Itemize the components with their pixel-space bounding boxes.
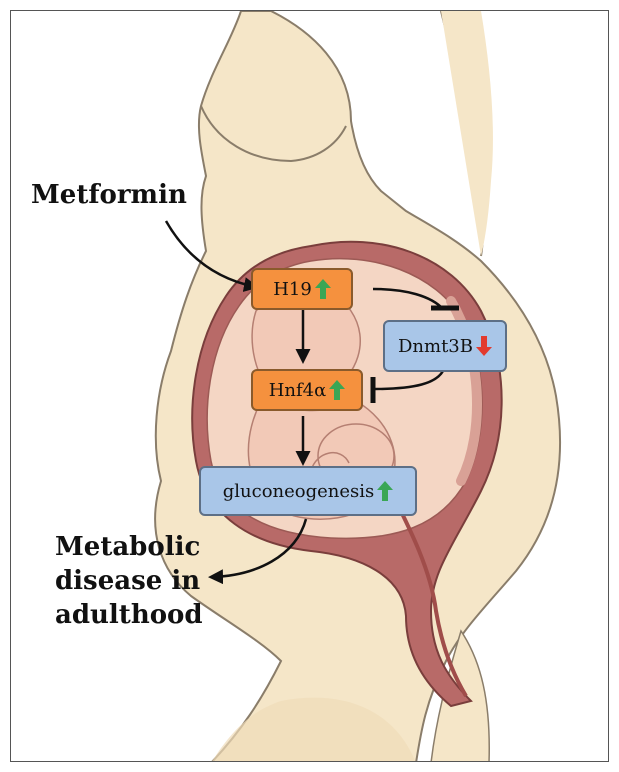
- figure-frame: Metformin Metabolic disease in adulthood…: [10, 10, 609, 762]
- outcome-line-2: disease in: [55, 565, 200, 599]
- h19-node: H19: [251, 268, 353, 310]
- outcome-line-1: Metabolic: [55, 531, 200, 565]
- metformin-label: Metformin: [31, 179, 187, 213]
- gluconeogenesis-node: gluconeogenesis: [199, 466, 417, 516]
- h19-label: H19: [273, 279, 312, 300]
- hnf4a-label: Hnf4α: [269, 380, 327, 401]
- hnf4a-node: Hnf4α: [251, 369, 363, 411]
- up-arrow-icon: [329, 380, 345, 400]
- gluconeogenesis-label: gluconeogenesis: [223, 481, 375, 502]
- up-arrow-icon: [377, 481, 393, 501]
- dnmt3b-node: Dnmt3B: [383, 320, 507, 372]
- down-arrow-icon: [476, 336, 492, 356]
- dnmt3b-label: Dnmt3B: [398, 336, 473, 357]
- up-arrow-icon: [315, 279, 331, 299]
- outcome-line-3: adulthood: [55, 599, 203, 633]
